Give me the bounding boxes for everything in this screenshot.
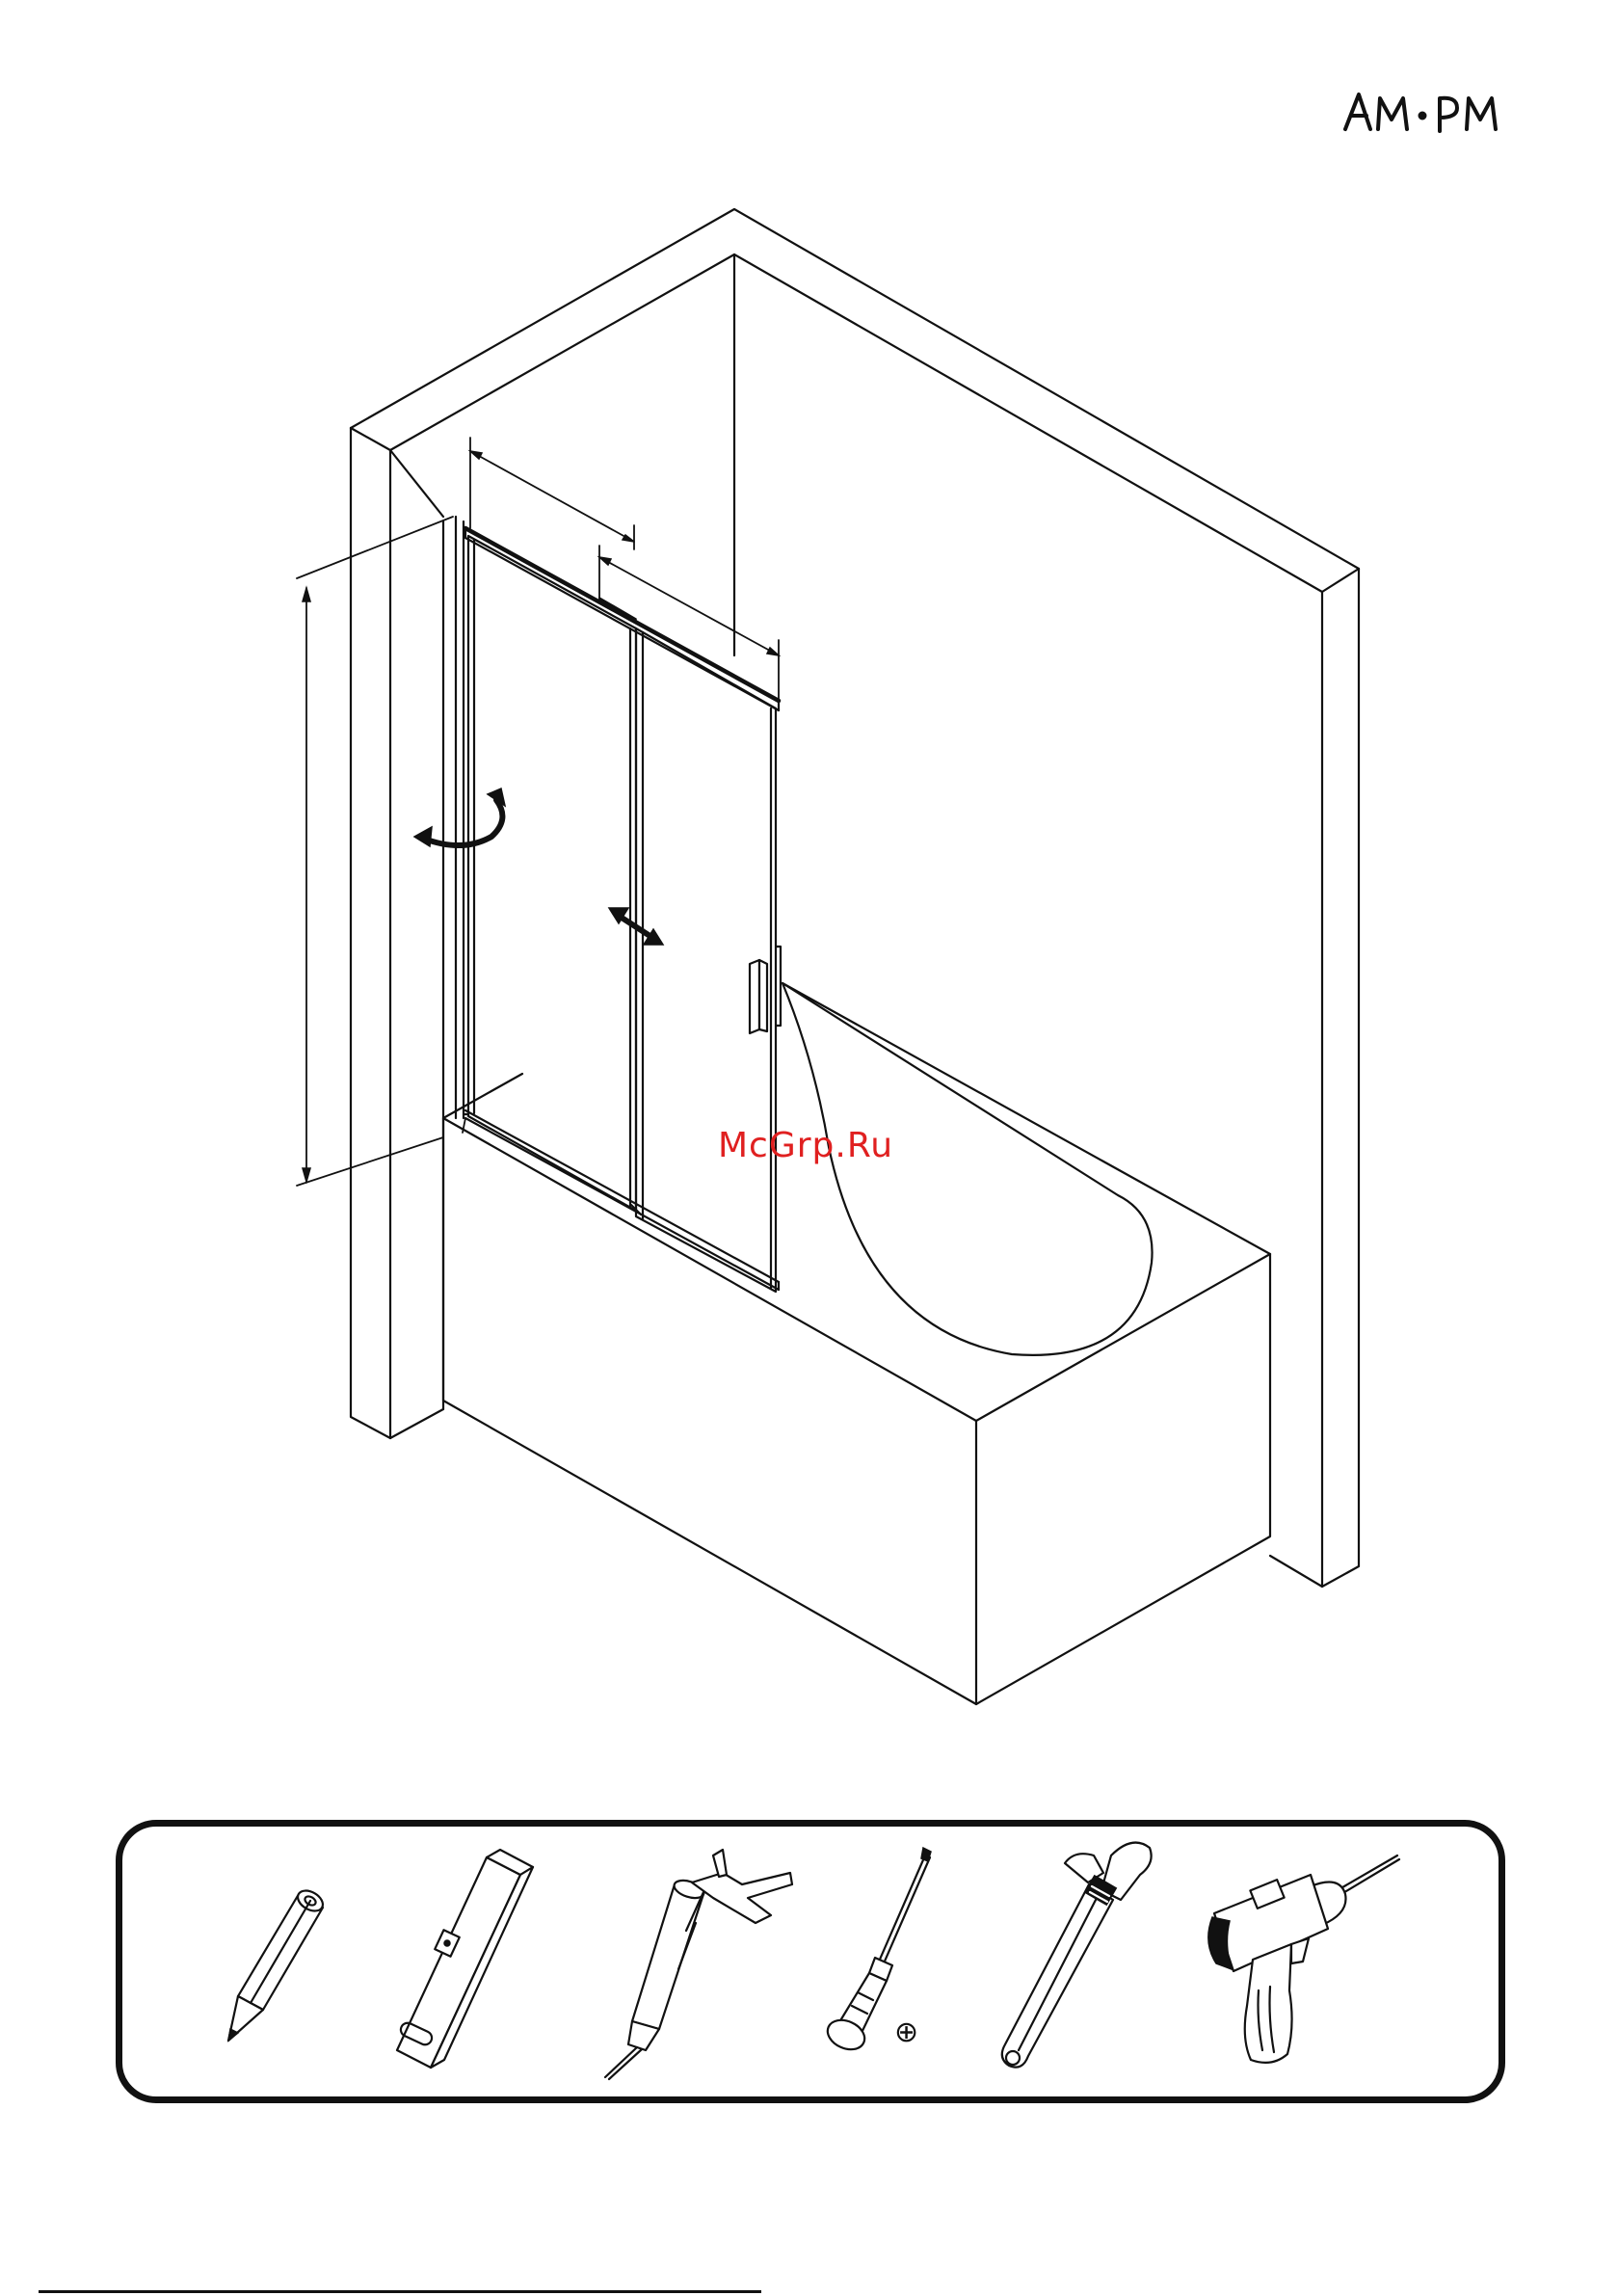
installation-illustration	[0, 0, 1618, 1754]
bathtub	[443, 983, 1270, 1704]
power-drill-icon	[1195, 1836, 1407, 2087]
phillips-tip-symbol: ⊕	[894, 2016, 918, 2049]
wall-outline	[351, 209, 1359, 1587]
dimension-arrowheads	[303, 451, 779, 1182]
rotate-arrow-icon	[414, 788, 505, 846]
spirit-level-icon	[371, 1836, 535, 2087]
watermark-text: McGrp.Ru	[718, 1126, 893, 1165]
pencil-icon	[217, 1836, 332, 2087]
sliding-screen-frame	[456, 517, 781, 1292]
adjustable-wrench-icon	[988, 1836, 1161, 2087]
screwdriver-icon: ⊕	[790, 1836, 944, 2087]
dimension-lines	[297, 438, 779, 1186]
caulking-gun-icon	[578, 1836, 800, 2087]
footer-rule	[39, 2290, 761, 2293]
